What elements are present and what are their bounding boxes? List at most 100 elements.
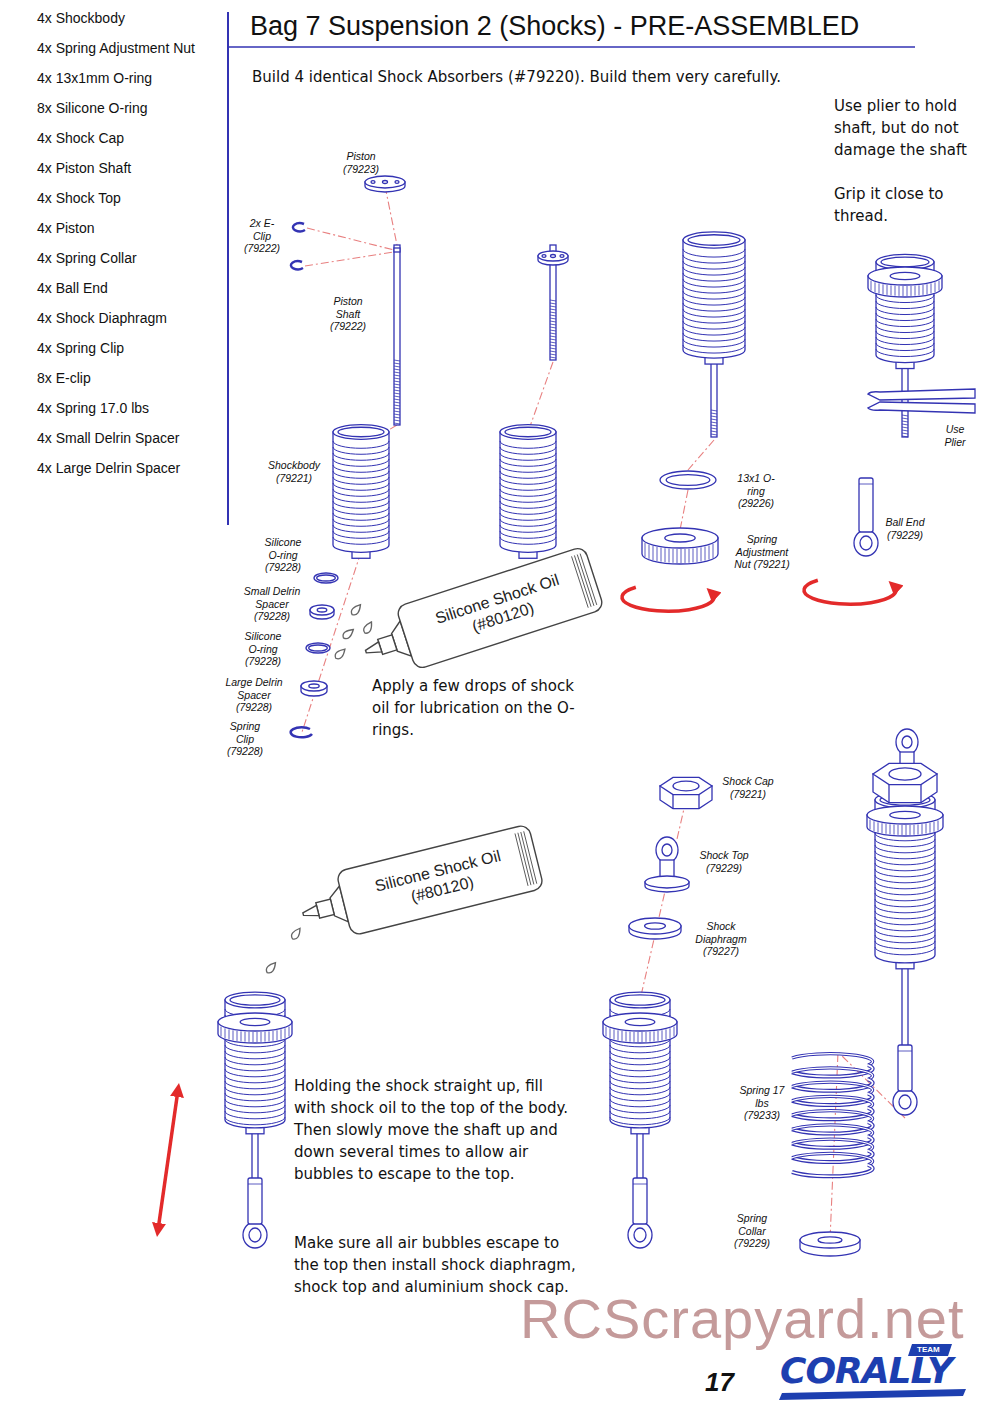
adjustment-nut	[618, 1030, 619, 1040]
adjustment-nut	[898, 825, 899, 835]
adjustment-nut	[653, 546, 654, 560]
adjustment-nut	[871, 281, 872, 291]
spacer	[310, 605, 334, 619]
adjustment-nut	[241, 1031, 242, 1041]
parts-list-item: 4x Shock Diaphragm	[37, 310, 167, 326]
shock-body	[333, 489, 389, 496]
piston-shaft	[550, 262, 556, 360]
piston-shaft	[711, 431, 717, 432]
shock-diaphragm	[645, 923, 666, 929]
oil-drop	[333, 647, 347, 661]
adjustment-nut	[903, 286, 904, 296]
bottle-outline	[356, 546, 605, 683]
center-line	[688, 440, 714, 470]
adjustment-nut	[645, 543, 646, 557]
shock-body	[505, 427, 551, 436]
part-label: Large Delrin Spacer (79228)	[220, 676, 288, 714]
part-label: Shock Top (79229)	[697, 849, 752, 874]
adjustment-nut	[665, 548, 666, 562]
coil-spring	[792, 1054, 873, 1177]
shock-body	[225, 1063, 285, 1071]
adjustment-nut	[229, 1029, 230, 1039]
adjustment-nut	[894, 825, 895, 835]
piston-shaft	[711, 425, 717, 426]
adjustment-nut	[257, 1032, 258, 1042]
shock-body	[875, 911, 935, 919]
adjustment-nut	[646, 1032, 647, 1042]
shock-body	[225, 1081, 285, 1089]
ball-end	[893, 1045, 917, 1115]
shock-body	[610, 1057, 670, 1065]
shock-body	[683, 232, 745, 364]
shock-body	[333, 477, 389, 484]
shock-diaphragm	[629, 918, 681, 934]
shock-diaphragm	[629, 918, 681, 939]
oil-drop	[265, 960, 279, 974]
shock-body	[875, 881, 935, 889]
shock-body	[500, 519, 556, 526]
piston-shaft	[902, 418, 908, 419]
shock-body	[610, 1045, 670, 1053]
instruction-text: Build 4 identical Shock Absorbers (#7922…	[252, 66, 781, 88]
shock-cap	[673, 781, 699, 791]
adjustment-nut	[890, 811, 920, 818]
instruction-note: Grip it close to thread.	[834, 183, 984, 227]
o-ring	[314, 573, 338, 583]
adjustment-nut	[610, 1028, 611, 1038]
piston-shaft	[550, 354, 556, 355]
adjustment-nut	[705, 547, 706, 561]
adjustment-nut	[922, 824, 923, 834]
adjustment-nut	[874, 821, 875, 831]
piston	[383, 181, 388, 184]
turn-arrow	[804, 580, 896, 604]
shock-cap	[660, 777, 712, 808]
coil-spring	[792, 1096, 873, 1107]
center-line	[640, 800, 686, 1000]
move-arrow	[158, 1090, 178, 1230]
o-ring	[666, 475, 710, 486]
ball-end	[248, 1178, 262, 1224]
adjustment-nut	[277, 1030, 278, 1040]
shaft-groove	[394, 248, 400, 252]
piston-shaft	[550, 262, 556, 360]
piston	[538, 251, 568, 261]
shock-cap	[873, 763, 937, 784]
adjustment-nut	[657, 547, 658, 561]
oil-drop	[290, 926, 303, 941]
shock-body	[500, 447, 556, 454]
turn-arrow	[622, 587, 714, 611]
piston-shaft	[550, 345, 556, 346]
piston	[371, 181, 375, 184]
piston-shaft	[394, 384, 400, 385]
adjustment-nut	[269, 1031, 270, 1041]
o-ring	[306, 643, 330, 653]
part-label: Silicone O-ring (79228)	[259, 536, 307, 574]
shock-body	[333, 471, 389, 478]
instruction-note: Holding the shock straight up, fill with…	[294, 1075, 579, 1185]
piston-shaft	[550, 309, 556, 310]
center-line	[528, 362, 553, 432]
piston-shaft	[394, 366, 400, 367]
shock-body	[225, 1099, 285, 1107]
adjustment-nut	[890, 824, 891, 834]
adjustment-nut	[622, 1031, 623, 1041]
bottle-outline	[574, 555, 591, 606]
adjustment-nut	[883, 284, 884, 294]
shock-body	[876, 319, 934, 327]
ball-end	[248, 1184, 262, 1185]
adjustment-nut	[931, 283, 932, 293]
shock-body	[333, 447, 389, 454]
shock-body	[500, 425, 556, 440]
shock-cap	[920, 785, 921, 803]
coil-spring	[792, 1096, 873, 1107]
coil-spring	[792, 1068, 873, 1079]
shock-cap	[672, 795, 673, 809]
shock-body	[225, 1057, 285, 1065]
instruction-note: Apply a few drops of shock oil for lubri…	[372, 675, 577, 741]
shock-body	[683, 249, 745, 257]
shock-body	[500, 483, 556, 490]
center-line	[305, 252, 394, 266]
shock-body	[333, 465, 389, 472]
frame-line	[228, 46, 915, 47]
shock-body	[500, 501, 556, 508]
